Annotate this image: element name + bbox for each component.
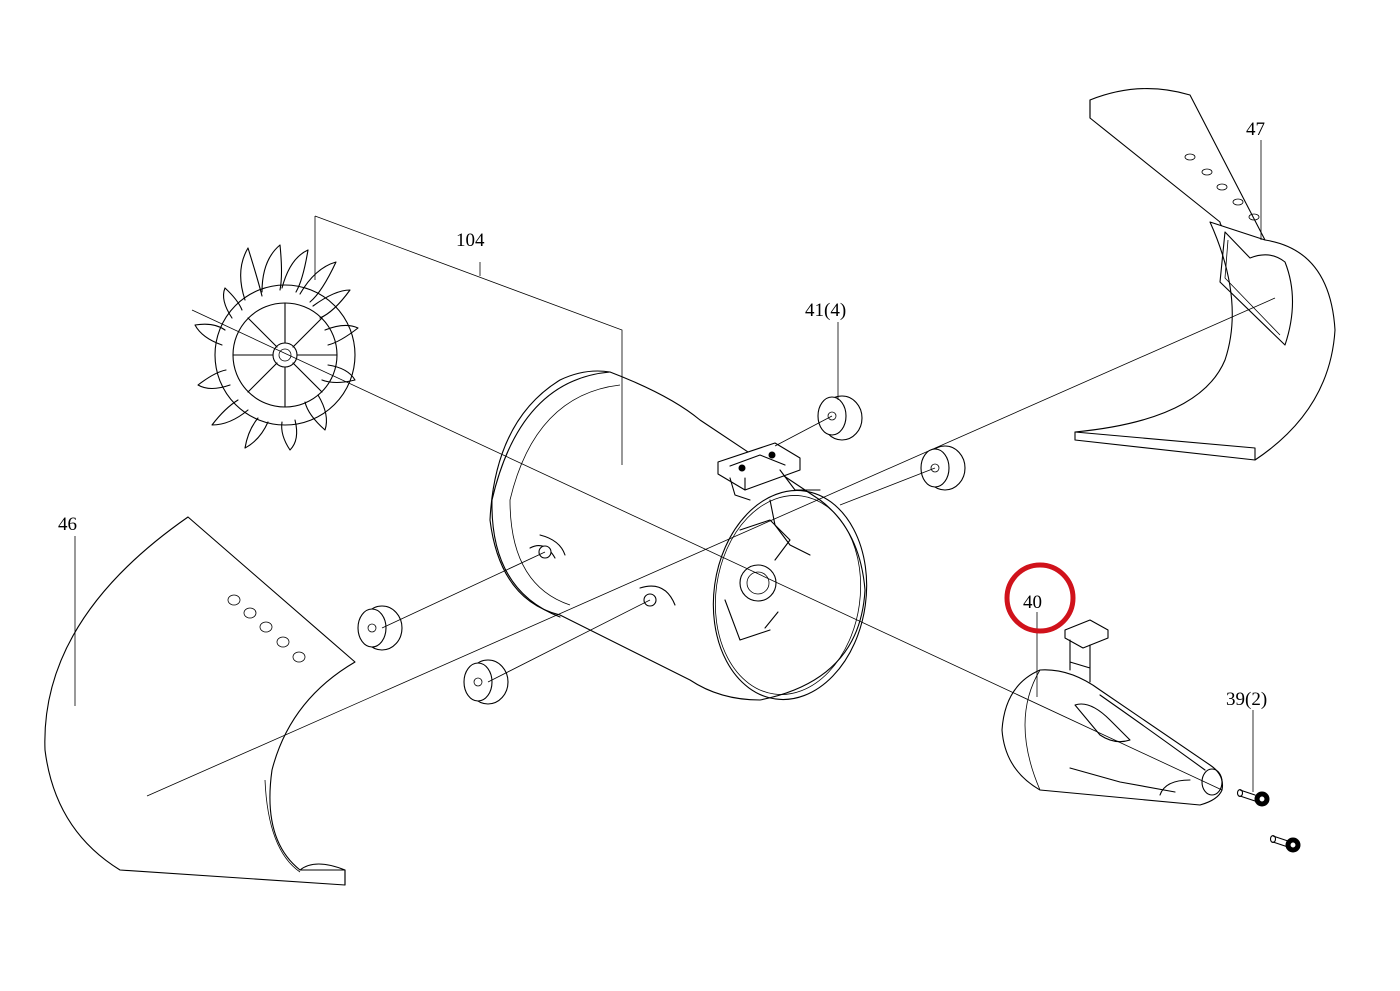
- highlight-circle: [1004, 562, 1076, 634]
- label-part-47: 47: [1246, 119, 1265, 140]
- part-39-screw-lower: [1269, 834, 1301, 853]
- part-39-screw-upper: [1236, 788, 1270, 807]
- fan-impeller: [194, 244, 359, 451]
- label-part-39: 39(2): [1226, 689, 1267, 710]
- leader-lines: [74, 140, 1262, 792]
- label-part-104: 104: [456, 230, 485, 251]
- assembly-axis-lines: [146, 297, 1276, 797]
- label-part-46: 46: [58, 514, 77, 535]
- label-part-40: 40: [1023, 592, 1042, 613]
- part-40-nose-cone: [1001, 619, 1224, 806]
- part-47-housing-shell: [1074, 88, 1336, 461]
- label-part-41: 41(4): [805, 300, 846, 321]
- grommet-bottom-right: [463, 659, 509, 705]
- part-104-motor-cylinder: [489, 370, 868, 701]
- grommet-top-right: [920, 445, 966, 491]
- part-46-housing-shell: [44, 516, 356, 886]
- grommet-bottom-left: [357, 605, 403, 651]
- grommet-top-left: [817, 395, 863, 441]
